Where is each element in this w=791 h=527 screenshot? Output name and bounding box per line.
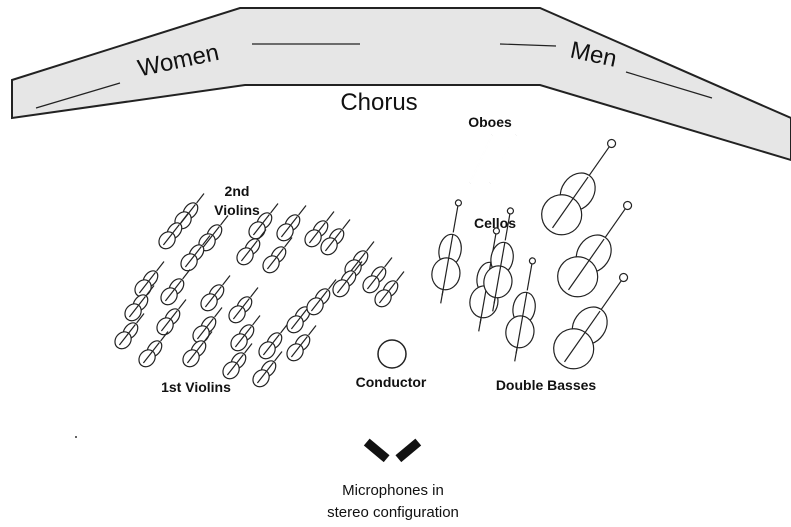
violin-icon [226, 283, 264, 326]
chorus-label: Chorus [340, 89, 417, 116]
oboe-2 [490, 135, 516, 183]
double-bass-icon [534, 129, 630, 243]
oboe-1 [470, 135, 492, 183]
violin-group [112, 189, 410, 390]
microphones-label-line2: stereo configuration [327, 504, 459, 521]
chorus-riser [12, 8, 791, 160]
first-violins-label: 1st Violins [161, 379, 231, 395]
conductor-label: Conductor [356, 374, 427, 390]
stray-mark [75, 436, 77, 438]
conductor-podium [378, 340, 406, 368]
second-violins-label-line1: 2nd [225, 183, 250, 199]
cello-icon [427, 198, 473, 306]
double-basses-label: Double Basses [496, 377, 597, 393]
violin-icon [198, 271, 236, 314]
stereo-microphones-icon [364, 439, 421, 463]
second-violins-label-line2: Violins [214, 202, 260, 218]
violin-icon [158, 265, 196, 308]
double-bass-group [534, 129, 646, 377]
microphones-label-line1: Microphones in [342, 482, 444, 499]
oboes-label: Oboes [468, 114, 512, 130]
